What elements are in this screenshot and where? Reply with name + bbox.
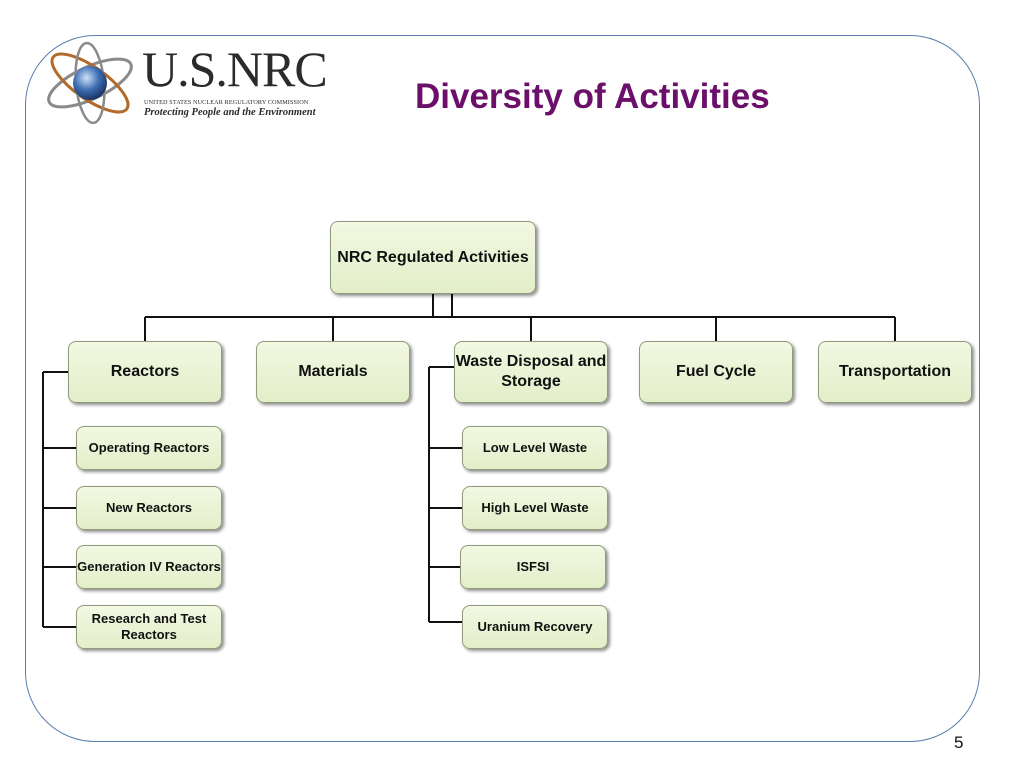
category-transportation: Transportation bbox=[818, 341, 972, 403]
category-materials: Materials bbox=[256, 341, 410, 403]
slide-frame bbox=[25, 35, 980, 742]
waste-type-low-level: Low Level Waste bbox=[462, 426, 608, 470]
logo-agency-name: UNITED STATES NUCLEAR REGULATORY COMMISS… bbox=[144, 99, 309, 106]
waste-type-isfsi: ISFSI bbox=[460, 545, 606, 589]
nrc-logo: U.S.NRC UNITED STATES NUCLEAR REGULATORY… bbox=[40, 35, 350, 130]
waste-type-uranium-recovery: Uranium Recovery bbox=[462, 605, 608, 649]
reactor-type-operating: Operating Reactors bbox=[76, 426, 222, 470]
category-waste-disposal: Waste Disposal and Storage bbox=[454, 341, 608, 403]
logo-tagline: Protecting People and the Environment bbox=[144, 107, 316, 118]
reactor-type-research-test: Research and Test Reactors bbox=[76, 605, 222, 649]
atom-globe-icon bbox=[47, 41, 133, 125]
page-title: Diversity of Activities bbox=[415, 77, 770, 116]
reactor-type-generation-iv: Generation IV Reactors bbox=[76, 545, 222, 589]
logo-wordmark: U.S.NRC bbox=[142, 41, 328, 97]
reactor-type-new: New Reactors bbox=[76, 486, 222, 530]
category-reactors: Reactors bbox=[68, 341, 222, 403]
category-fuel-cycle: Fuel Cycle bbox=[639, 341, 793, 403]
root-node: NRC Regulated Activities bbox=[330, 221, 536, 294]
page-number: 5 bbox=[954, 733, 964, 752]
waste-type-high-level: High Level Waste bbox=[462, 486, 608, 530]
